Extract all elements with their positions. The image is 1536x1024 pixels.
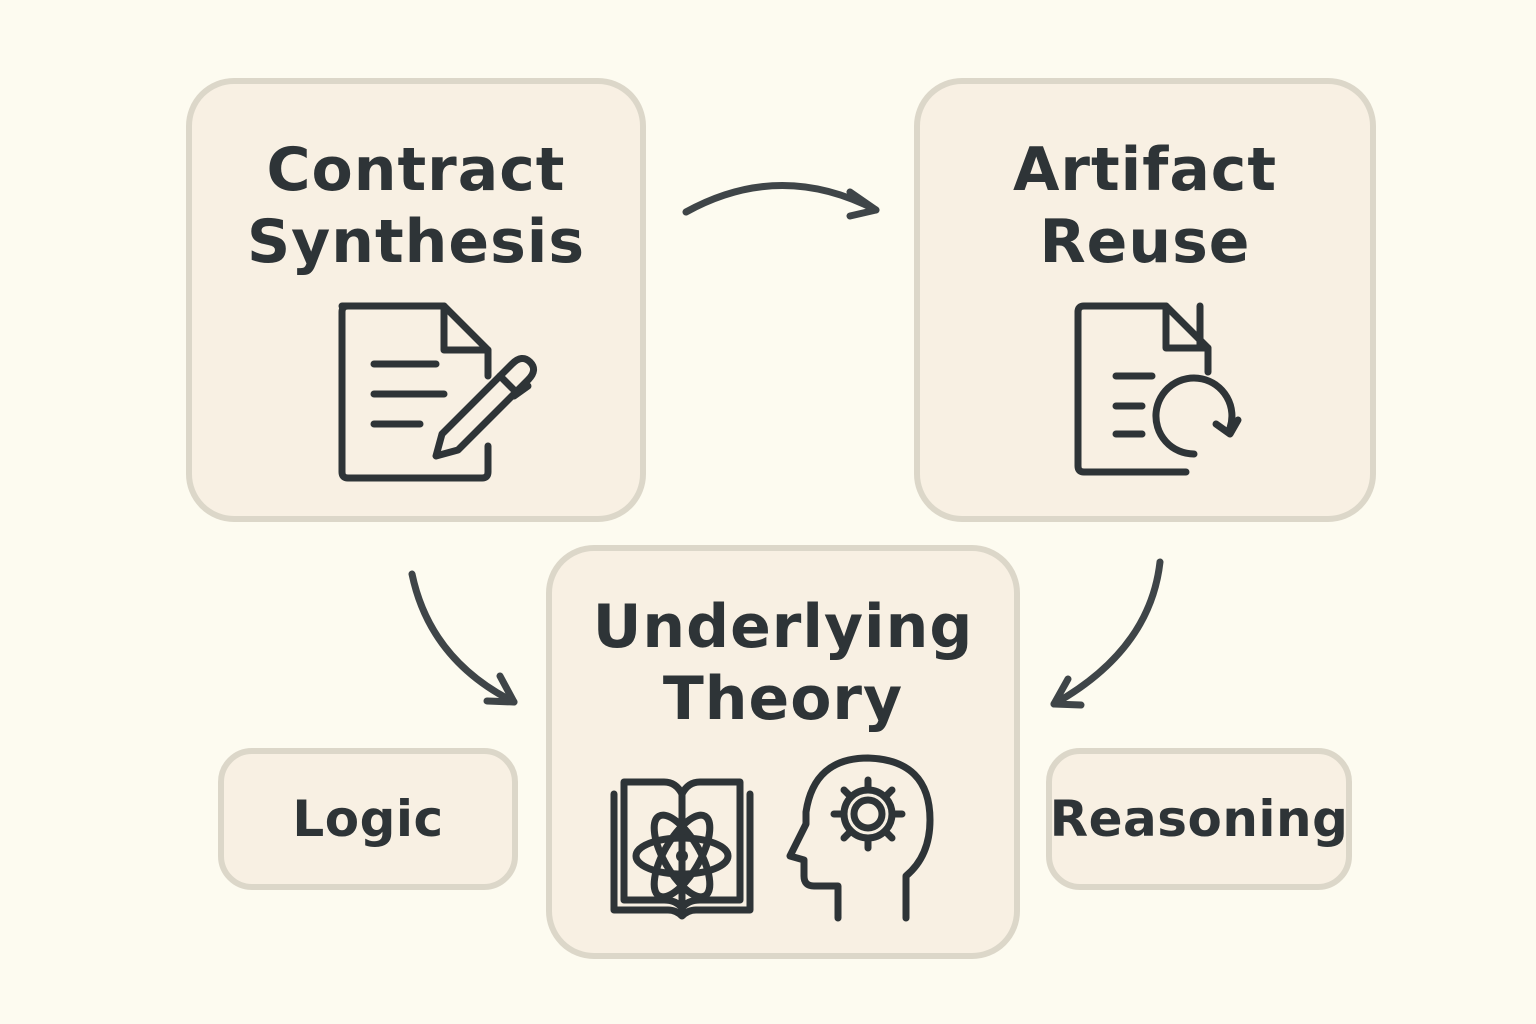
underlying-theory-title: Underlying Theory bbox=[552, 591, 1014, 735]
artifact-reuse-title-line2: Reuse bbox=[1039, 207, 1251, 277]
contract-synthesis-title-line1: Contract bbox=[266, 135, 566, 205]
artifact-reuse-title-line1: Artifact bbox=[1012, 135, 1278, 205]
arrow-synthesis-to-reuse bbox=[682, 182, 880, 220]
logic-label: Logic bbox=[292, 790, 444, 848]
contract-synthesis-title: Contract Synthesis bbox=[192, 134, 640, 278]
reasoning-pill: Reasoning bbox=[1046, 748, 1352, 890]
document-pen-icon bbox=[338, 302, 537, 482]
contract-synthesis-title-line2: Synthesis bbox=[246, 207, 586, 277]
reasoning-label: Reasoning bbox=[1049, 790, 1349, 848]
atom-book-icon bbox=[610, 778, 754, 920]
document-refresh-icon bbox=[1074, 302, 1242, 476]
artifact-reuse-title: Artifact Reuse bbox=[920, 134, 1370, 278]
contract-synthesis-card: Contract Synthesis bbox=[186, 78, 646, 522]
logic-pill: Logic bbox=[218, 748, 518, 890]
underlying-theory-title-line1: Underlying bbox=[592, 592, 974, 662]
head-gear-icon bbox=[786, 754, 934, 922]
arrow-synthesis-to-theory bbox=[408, 570, 518, 706]
artifact-reuse-card: Artifact Reuse bbox=[914, 78, 1376, 522]
underlying-theory-title-line2: Theory bbox=[662, 664, 904, 734]
arrow-reuse-to-theory bbox=[1050, 558, 1164, 709]
